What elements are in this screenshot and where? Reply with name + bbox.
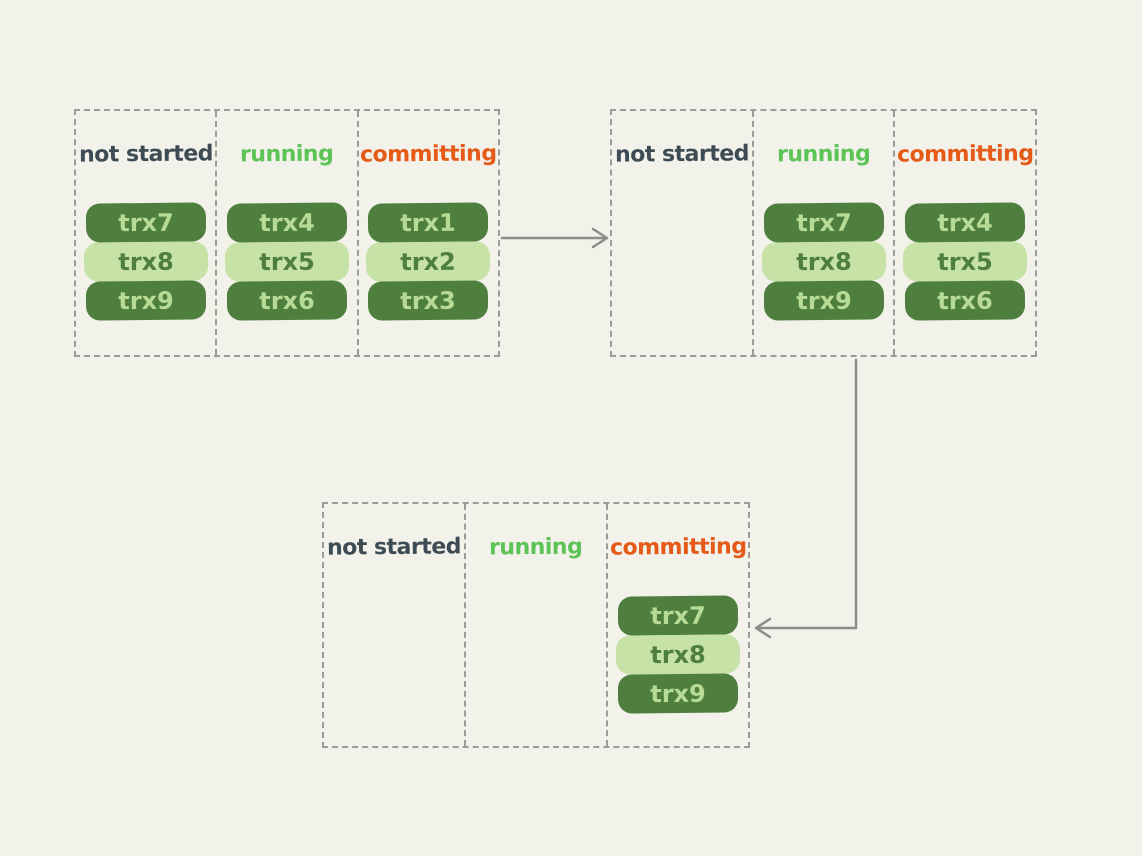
column-header-running: running	[240, 141, 334, 167]
column-header-not-started: not started	[614, 140, 749, 168]
transaction-pill: trx7	[617, 595, 739, 636]
transaction-pill: trx5	[902, 241, 1028, 282]
column-header-committing: committing	[896, 140, 1034, 168]
transaction-pill: trx9	[617, 673, 739, 714]
arrow-right-icon	[500, 227, 609, 249]
pill-stack: trx4 trx5 trx6	[902, 202, 1028, 321]
transaction-pill: trx2	[366, 241, 491, 282]
column-committing: committing trx1 trx2 trx3	[356, 111, 498, 355]
column-header-not-started: not started	[326, 533, 462, 561]
state-panel-1: not started trx7 trx8 trx9 running trx4 …	[74, 109, 500, 357]
column-not-started: not started trx7 trx8 trx9	[76, 111, 215, 355]
column-header-committing: committing	[359, 140, 497, 168]
column-committing: committing trx7 trx8 trx9	[606, 504, 748, 746]
column-header-running: running	[776, 141, 871, 167]
transaction-pill: trx7	[763, 202, 884, 243]
column-not-started: not started	[612, 111, 752, 355]
pill-stack: trx1 trx2 trx3	[366, 202, 491, 321]
column-not-started: not started	[324, 504, 464, 746]
transaction-pill: trx5	[224, 241, 350, 282]
transaction-pill: trx8	[615, 634, 741, 675]
transaction-pill: trx9	[763, 280, 884, 321]
transaction-pill: trx9	[85, 280, 206, 321]
column-committing: committing trx4 trx5 trx6	[893, 111, 1035, 355]
column-running: running trx7 trx8 trx9	[751, 111, 894, 355]
column-running: running	[464, 504, 606, 746]
transaction-pill: trx4	[904, 202, 1026, 243]
state-panel-3: not started running committing trx7 trx8…	[322, 502, 750, 748]
column-header-committing: committing	[609, 533, 747, 561]
column-running: running trx4 trx5 trx6	[215, 111, 356, 355]
transaction-pill: trx1	[368, 202, 489, 243]
state-panel-2: not started running trx7 trx8 trx9 commi…	[610, 109, 1037, 357]
pill-stack: trx4 trx5 trx6	[224, 202, 350, 321]
transaction-pill: trx4	[226, 202, 348, 243]
arrow-down-left-icon	[754, 358, 858, 639]
pill-stack: trx7 trx8 trx9	[83, 202, 208, 321]
transaction-pill: trx8	[83, 241, 208, 282]
transaction-pill: trx6	[904, 280, 1026, 321]
transaction-pill: trx7	[85, 202, 206, 243]
transaction-pill: trx3	[368, 280, 489, 321]
transaction-pill: trx8	[761, 241, 886, 282]
transaction-pill: trx6	[226, 280, 348, 321]
column-header-running: running	[489, 534, 583, 560]
column-header-not-started: not started	[78, 140, 213, 168]
pill-stack: trx7 trx8 trx9	[615, 595, 741, 714]
pill-stack: trx7 trx8 trx9	[761, 202, 886, 321]
